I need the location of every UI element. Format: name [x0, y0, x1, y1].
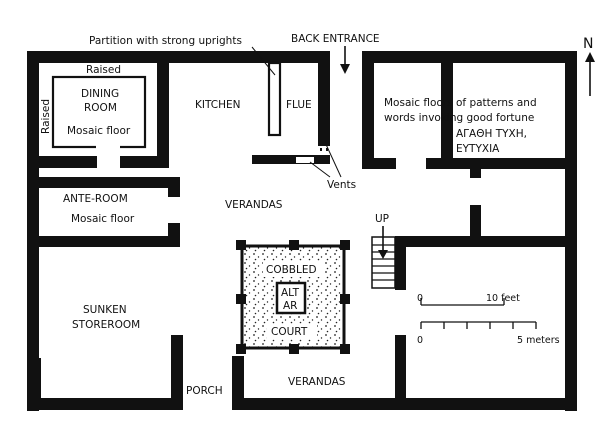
court-label: COURT: [271, 326, 308, 338]
mosaic-pillar: [470, 166, 481, 178]
up-label: UP: [375, 213, 389, 225]
porch-label: PORCH: [186, 385, 223, 397]
kitchen-wall-south: [252, 155, 330, 164]
storeroom-wall-south-left: [27, 358, 41, 410]
court-pillar-ne: [340, 240, 350, 250]
raised-top-label: Raised: [86, 64, 121, 76]
mosaic-wall-south-2: [426, 158, 577, 169]
scale-meters-start: 0: [417, 335, 423, 346]
east-room-wall-west-lower: [395, 335, 406, 410]
sunken-label-1: SUNKEN: [83, 304, 127, 316]
kitchen-wall-east: [318, 51, 330, 146]
cobbled-label: COBBLED: [266, 264, 317, 276]
dining-wall-east: [157, 51, 169, 167]
east-room-wall-west: [395, 236, 406, 290]
outer-wall-top-east: [362, 51, 577, 63]
east-room-wall-north: [395, 236, 577, 247]
annotation-leaders: [251, 46, 350, 178]
dining-platform-gap: [96, 145, 120, 149]
court-pillar-se: [340, 344, 350, 354]
mosaic-label-3: ΑΓΑΘΗ ΤΥΧΗ,: [456, 128, 527, 140]
scale-meters-end: 5 meters: [517, 335, 560, 346]
scale-bar: 0 10 feet 0 5 meters: [417, 293, 560, 346]
court-pillar-nw: [236, 240, 246, 250]
outer-wall-bottom-west: [27, 398, 183, 410]
verandas-top-label: VERANDAS: [225, 199, 283, 211]
dining-room-label-2: ROOM: [84, 102, 117, 114]
outer-wall-west: [27, 51, 39, 411]
room-labels: Partition with strong uprights BACK ENTR…: [40, 33, 537, 397]
walls: [27, 51, 577, 411]
storeroom-wall-east: [171, 335, 183, 410]
mosaic-wall-south-1: [362, 158, 396, 169]
court-label-bg: [267, 324, 317, 339]
vents-leader-1: [309, 161, 331, 178]
court-pillar-s: [289, 344, 299, 354]
mosaic-wall-west: [362, 51, 374, 169]
altar-box: [275, 281, 307, 315]
anteroom-label: ANTE-ROOM: [63, 193, 128, 205]
dining-room-label-1: DINING: [81, 88, 119, 100]
altar-label-1: ALT: [281, 287, 300, 299]
outer-wall-top-west: [27, 51, 330, 63]
court-pillar-w: [236, 294, 246, 304]
court-pillar-sw: [236, 344, 246, 354]
anteroom-floor-label: Mosaic floor: [71, 213, 135, 225]
anteroom-wall-north: [27, 177, 180, 188]
court-pillar-e: [340, 294, 350, 304]
stairs: [371, 226, 396, 289]
partition-leader: [251, 46, 276, 76]
mosaic-wall-middle: [441, 51, 453, 169]
altar-label-2: AR: [283, 300, 297, 312]
dining-floor-label: Mosaic floor: [67, 125, 131, 137]
raised-side-label: Raised: [40, 99, 52, 134]
mosaic-label-1: Mosaic floors of patterns and: [384, 97, 537, 109]
court-pillar-n: [289, 240, 299, 250]
cobbled-court: [236, 240, 350, 354]
verandas-bottom-label: VERANDAS: [288, 376, 346, 388]
scale-feet-start: 0: [417, 293, 423, 304]
outer-wall-east: [565, 51, 577, 411]
back-entrance-label: BACK ENTRANCE: [291, 33, 380, 45]
north-arrow: N: [583, 36, 595, 96]
dining-wall-south-east: [120, 156, 169, 168]
partition-upright: [267, 61, 282, 137]
anteroom-wall-south: [27, 236, 180, 247]
kitchen-label: KITCHEN: [195, 99, 241, 111]
anteroom-wall-east-top: [168, 177, 180, 197]
east-room-wall-north-stub: [470, 205, 481, 243]
sunken-label-2: STOREROOM: [72, 319, 140, 331]
vents-label: Vents: [327, 179, 356, 191]
mosaic-label-4: ΕΥΤΥΧΙΑ: [456, 143, 500, 155]
flue-label: FLUE: [286, 99, 312, 111]
vent-opening: [296, 157, 314, 163]
north-label: N: [583, 36, 593, 52]
vents-leader-2: [323, 139, 342, 178]
partition-label: Partition with strong uprights: [89, 35, 242, 47]
porch-wall-east: [232, 356, 244, 410]
cobbled-label-bg: [263, 262, 323, 277]
dining-wall-south-west: [27, 156, 97, 168]
scale-feet-end: 10 feet: [486, 293, 520, 304]
mosaic-label-2: words invoking good fortune: [384, 112, 534, 124]
